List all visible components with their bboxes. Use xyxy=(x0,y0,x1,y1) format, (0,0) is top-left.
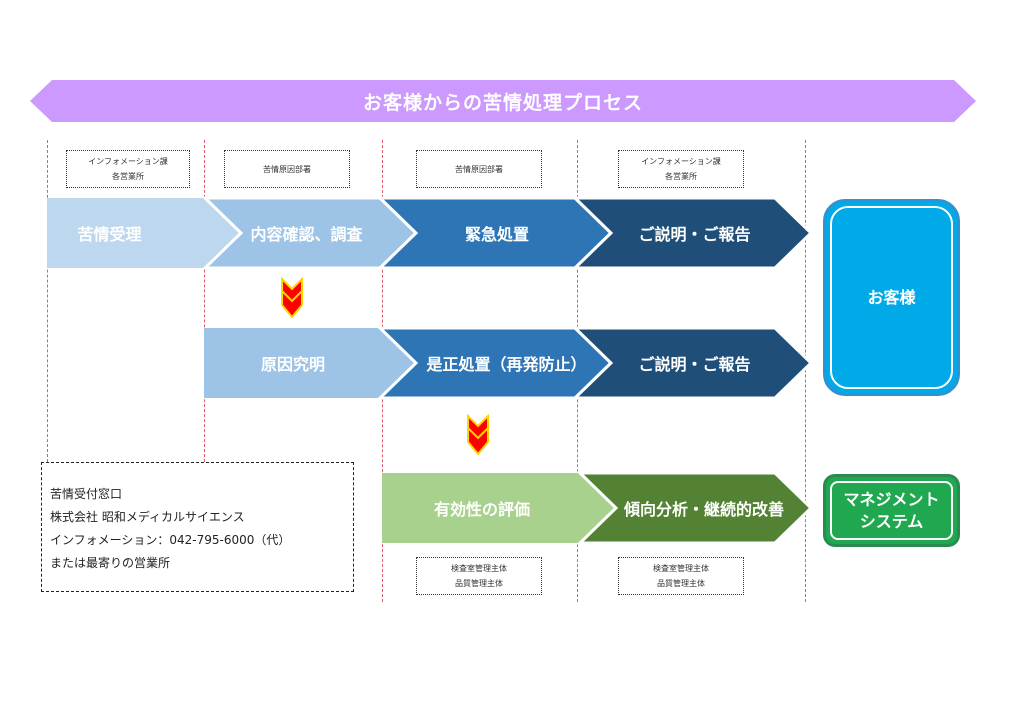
department-box: インフォメーション課 各営業所 xyxy=(618,150,744,188)
step-label: ご説明・ご報告 xyxy=(638,225,751,244)
management-label-line: マネジメント xyxy=(843,489,940,509)
step-shape xyxy=(204,328,416,398)
row-3-shapes xyxy=(382,471,814,545)
step-label: 緊急処置 xyxy=(464,225,529,244)
department-line: 苦情原因部署 xyxy=(455,164,503,174)
management-label: マネジメント システム xyxy=(843,489,939,533)
department-line: 苦情原因部署 xyxy=(263,164,311,174)
process-row-1: 苦情受理 内容確認、調査 緊急処置 ご説明・ご報告 xyxy=(47,196,814,270)
double-chevron-down-icon xyxy=(466,414,490,456)
contact-phone: インフォメーション：042-795-6000（代） xyxy=(50,533,291,547)
step-label: ご説明・ご報告 xyxy=(638,355,751,374)
contact-info-box: 苦情受付窓口 株式会社 昭和メディカルサイエンス インフォメーション：042-7… xyxy=(41,462,354,592)
process-title: お客様からの苦情処理プロセス xyxy=(362,91,643,114)
step-label: 有効性の評価 xyxy=(433,500,530,519)
contact-line: または最寄りの営業所 xyxy=(50,556,171,570)
step-label: 傾向分析・継続的改善 xyxy=(623,500,784,519)
department-box: 苦情原因部署 xyxy=(416,150,542,188)
customer-box-border xyxy=(830,206,953,389)
step-shape xyxy=(571,326,814,400)
guide-line xyxy=(47,140,48,462)
department-line: 検査室管理主体 xyxy=(451,564,507,573)
department-box: インフォメーション課 各営業所 xyxy=(66,150,190,188)
step-label: 原因究明 xyxy=(260,355,325,374)
step-shape xyxy=(382,473,616,543)
department-line: インフォメーション課 xyxy=(88,157,168,166)
management-box-border xyxy=(830,481,953,540)
double-chevron-down-icon xyxy=(280,277,304,319)
management-label-line: システム xyxy=(859,511,924,531)
guide-line xyxy=(805,140,806,602)
process-row-2: 原因究明 是正処置（再発防止） ご説明・ご報告 xyxy=(204,326,814,400)
row-1-shapes xyxy=(47,196,814,270)
department-box: 苦情原因部署 xyxy=(224,150,350,188)
step-label: 是正処置（再発防止） xyxy=(426,355,587,374)
step-shape xyxy=(576,471,814,545)
department-box: 検査室管理主体 品質管理主体 xyxy=(416,557,542,595)
contact-line: 株式会社 昭和メディカルサイエンス xyxy=(50,510,245,524)
step-label: 内容確認、調査 xyxy=(250,225,363,244)
process-title-banner: お客様からの苦情処理プロセス xyxy=(30,80,976,122)
process-row-3: 有効性の評価 傾向分析・継続的改善 xyxy=(382,471,814,545)
row-2-shapes xyxy=(204,326,814,400)
department-box: 検査室管理主体 品質管理主体 xyxy=(618,557,744,595)
step-label: 苦情受理 xyxy=(77,225,142,244)
guide-line xyxy=(204,140,205,462)
department-line: 品質管理主体 xyxy=(657,579,705,588)
contact-line: 苦情受付窓口 xyxy=(50,487,123,501)
step-shape xyxy=(571,196,814,270)
department-line: 品質管理主体 xyxy=(455,579,503,588)
department-line: 各営業所 xyxy=(112,172,144,181)
customer-box: お客様 xyxy=(823,199,960,396)
department-line: インフォメーション課 xyxy=(641,157,721,166)
management-system-box: マネジメント システム xyxy=(823,474,960,547)
step-shape xyxy=(47,198,241,268)
department-line: 検査室管理主体 xyxy=(653,564,709,573)
customer-label: お客様 xyxy=(867,287,916,307)
department-line: 各営業所 xyxy=(665,172,697,181)
